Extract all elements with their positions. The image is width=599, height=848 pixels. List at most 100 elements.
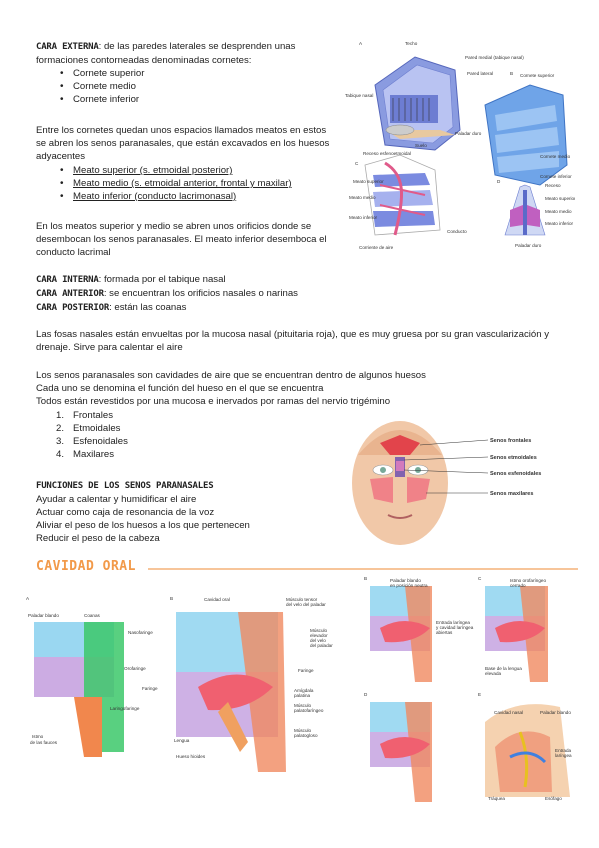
list-item: Ayudar a calentar y humidificar el aire [36,494,197,505]
svg-text:Meato medio: Meato medio [349,195,376,200]
svg-text:palatina: palatina [294,693,311,698]
senos-line: Los senos paranasales son cavidades de a… [36,370,426,381]
svg-text:y cavidad laríngea: y cavidad laríngea [436,625,474,630]
cara-interna-text: : formada por el tabique nasal [98,274,226,285]
section-title: CAVIDAD ORAL [36,559,136,574]
svg-text:Cornete inferior: Cornete inferior [540,174,572,179]
svg-text:Meato medio: Meato medio [545,209,572,214]
list-item: Actuar como caja de resonancia de la voz [36,507,215,518]
oral-figure-a: A Paladar blando Coanas Nasofaringe Orof… [26,596,158,757]
svg-text:Nasofaringe: Nasofaringe [128,630,153,635]
svg-text:C: C [355,161,359,166]
svg-text:Paladar blando: Paladar blando [540,710,571,715]
svg-text:A: A [359,41,363,46]
label-senos-frontales: Senos frontales [490,438,531,444]
svg-text:Músculo: Músculo [310,628,328,633]
svg-text:B: B [170,596,173,601]
svg-text:Laringofaringe: Laringofaringe [110,706,140,711]
cara-anterior-text: : se encuentran los orificios nasales o … [103,288,298,299]
list-item: Meato medio (s. etmoidal anterior, front… [36,177,336,190]
svg-text:Faringe: Faringe [298,668,314,673]
svg-text:Meato inferior: Meato inferior [349,215,378,220]
svg-text:Músculo: Músculo [294,728,312,733]
funciones-block: FUNCIONES DE LOS SENOS PARANASALES Ayuda… [36,479,336,545]
svg-text:B: B [510,71,513,76]
svg-text:Coanas: Coanas [84,613,101,618]
svg-text:Entrada: Entrada [555,748,572,753]
svg-text:Tráquea: Tráquea [488,796,505,801]
funciones-heading: FUNCIONES DE LOS SENOS PARANASALES [36,481,214,491]
meatos-intro: Entre los cornetes quedan unos espacios … [36,125,330,162]
svg-text:Base de la lengua: Base de la lengua [485,666,522,671]
list-item: 1.Frontales [56,410,113,421]
list-item: 3.Esfenoidales [56,436,128,447]
title-rule [148,568,578,570]
list-item: Reducir el peso de la cabeza [36,533,160,544]
svg-text:Faringe: Faringe [142,686,158,691]
list-item: Cornete superior [36,67,336,80]
cara-posterior: CARA POSTERIOR: están las coanas [36,301,576,315]
svg-text:Cavidad oral: Cavidad oral [204,597,230,602]
svg-text:Pared medial (tabique nasal): Pared medial (tabique nasal) [465,55,524,60]
svg-text:en posición neutra: en posición neutra [390,583,428,588]
svg-text:D: D [497,179,501,184]
svg-text:Entrada laríngea: Entrada laríngea [436,620,470,625]
svg-text:Pared lateral: Pared lateral [467,71,493,76]
list-item: Cornete medio [36,80,336,93]
svg-text:abiertas: abiertas [436,630,453,635]
svg-text:laríngea: laríngea [555,753,572,758]
svg-text:Suelo: Suelo [415,143,427,148]
svg-text:palatofaríngeo: palatofaríngeo [294,708,324,713]
svg-text:A: A [26,596,30,601]
svg-text:Conducto: Conducto [447,229,467,234]
cara-anterior-heading: CARA ANTERIOR [36,289,104,299]
list-item: 2.Etmoidales [56,423,121,434]
svg-text:Orofaringe: Orofaringe [124,666,146,671]
svg-text:Cornete medio: Cornete medio [540,154,571,159]
svg-text:C: C [478,576,482,581]
senos-line: Todos están revestidos por una mucosa e … [36,396,391,407]
label-senos-etmoidales: Senos etmoidales [490,455,537,461]
cara-externa-text: : de las paredes laterales se desprenden… [36,41,296,66]
svg-text:Tabique nasal: Tabique nasal [345,93,373,98]
list-item: Cornete inferior [36,93,336,106]
svg-text:Paladar duro: Paladar duro [455,131,482,136]
svg-text:Cavidad nasal: Cavidad nasal [494,710,523,715]
cara-interna: CARA INTERNA: formada por el tabique nas… [36,273,576,287]
sinuses-figure: Senos frontales Senos etmoidales Senos e… [352,421,541,545]
cara-anterior: CARA ANTERIOR: se encuentran los orifici… [36,287,576,301]
svg-text:Lengua: Lengua [174,738,190,743]
senos-line: Cada uno se denomina el función del hues… [36,383,324,394]
caras-block: CARA INTERNA: formada por el tabique nas… [36,273,576,315]
svg-text:Paladar blando: Paladar blando [390,578,421,583]
senos-paragraph: Los senos paranasales son cavidades de a… [36,369,476,408]
senos-list: 1.Frontales 2.Etmoidales 3.Esfenoidales … [36,409,336,461]
list-item: Meato superior (s. etmoidal posterior) [36,164,336,177]
cara-externa-heading: CARA EXTERNA [36,42,99,52]
list-item: Aliviar el peso de los huesos a los que … [36,520,250,531]
mucosa-paragraph: Las fosas nasales están envueltas por la… [36,329,550,353]
cornetes-list: Cornete superior Cornete medio Cornete i… [36,67,336,106]
svg-text:de las fauces: de las fauces [30,740,58,745]
svg-text:Corriente de aire: Corriente de aire [359,245,394,250]
svg-text:Techo: Techo [405,41,418,46]
svg-text:Músculo tensor: Músculo tensor [286,597,318,602]
svg-text:Esófago: Esófago [545,796,562,801]
svg-text:elevada: elevada [485,671,502,676]
svg-text:Hueso hioides: Hueso hioides [176,754,206,759]
svg-text:Amígdala: Amígdala [294,688,314,693]
svg-text:Istmo orofaríngeo: Istmo orofaríngeo [510,578,546,583]
svg-text:elevador: elevador [310,633,328,638]
svg-text:Meato superior: Meato superior [545,196,575,201]
svg-text:D: D [364,692,368,697]
svg-text:Paladar duro: Paladar duro [515,243,542,248]
svg-text:cerrado: cerrado [510,583,526,588]
svg-text:del velo del paladar: del velo del paladar [286,602,326,607]
cara-interna-heading: CARA INTERNA [36,275,99,285]
list-item: Meato inferior (conducto lacrimonasal) [36,190,336,203]
label-senos-maxilares: Senos maxilares [490,491,533,497]
cara-externa-paragraph: CARA EXTERNA: de las paredes laterales s… [36,40,336,67]
